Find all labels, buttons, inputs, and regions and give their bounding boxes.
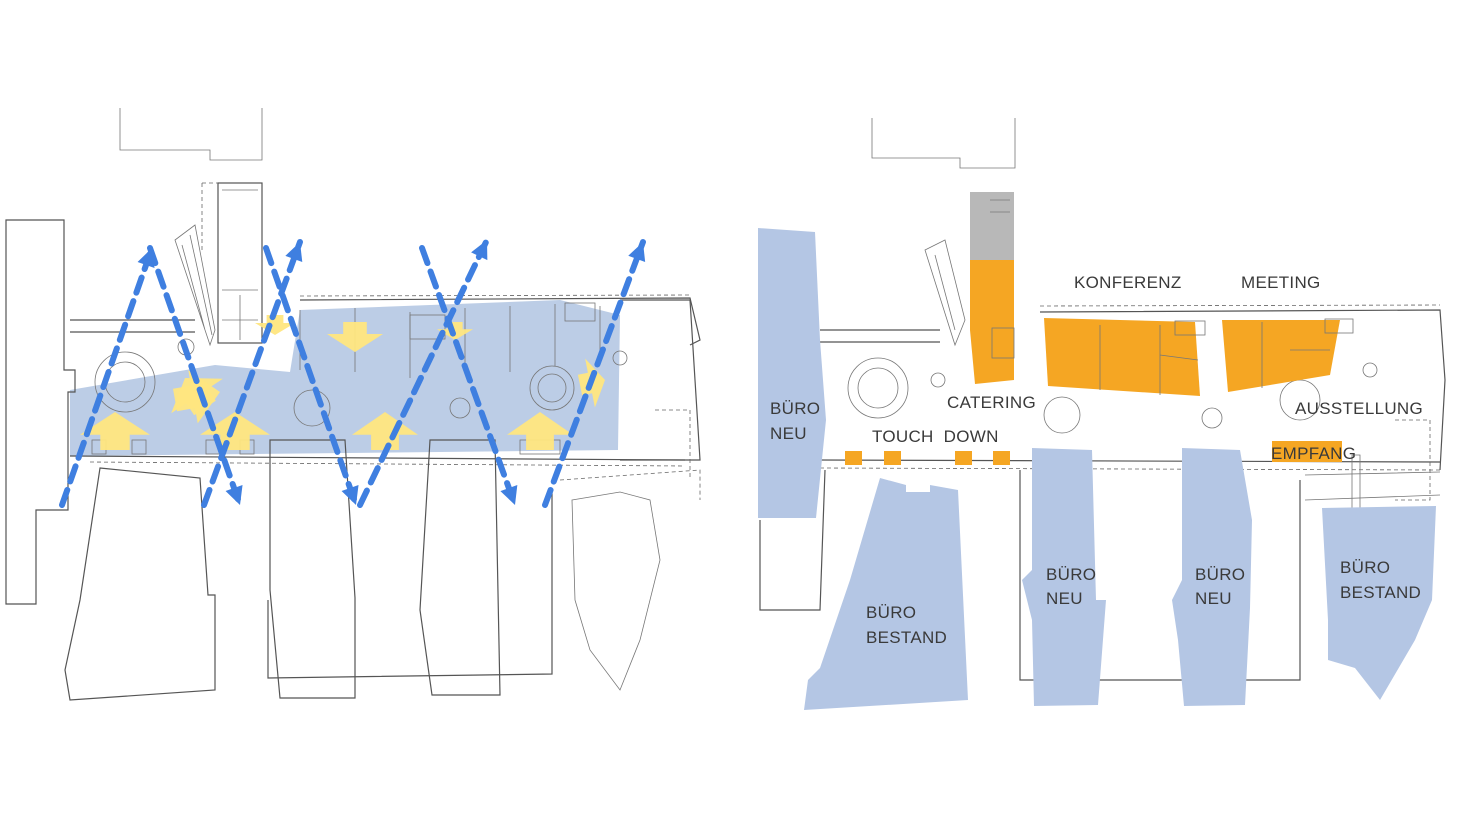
- flow-arrow-group: [59, 237, 646, 508]
- flow-arrow-line-6: [419, 245, 518, 508]
- office-zones: [758, 228, 1436, 710]
- flow-arrow-line-1: [59, 245, 155, 508]
- label-empfang: EMPFANG: [1271, 444, 1356, 463]
- zone-empfang: [1272, 441, 1342, 462]
- office-buero-bestand-left: [804, 478, 968, 710]
- plan-left-light-diagram: [5, 108, 701, 701]
- zone-catering: [970, 260, 1014, 384]
- touchdown-desk-4: [993, 451, 1010, 465]
- label-buero-neu-left-2: NEU: [770, 424, 807, 443]
- light-arrow-icon-1: [80, 412, 150, 450]
- touchdown-desk-3: [955, 451, 972, 465]
- label-buero-neu-mid1-1: BÜRO: [1046, 565, 1096, 584]
- label-buero-neu-left-1: BÜRO: [770, 399, 820, 418]
- label-konferenz: KONFERENZ: [1074, 273, 1182, 292]
- light-arrow-icon-7: [255, 315, 295, 335]
- plan-right-program-diagram: KONFERENZ MEETING CATERING TOUCH DOWN AU…: [758, 118, 1446, 710]
- light-arrow-icon-6: [327, 322, 383, 352]
- touchdown-desk-2: [884, 451, 901, 465]
- label-buero-neu-mid1-2: NEU: [1046, 589, 1083, 608]
- flow-arrow-line-5: [357, 237, 490, 508]
- label-touch-down: TOUCH DOWN: [872, 427, 999, 446]
- label-buero-bestand-left-2: BESTAND: [866, 628, 947, 647]
- flow-arrow-line-2: [147, 245, 243, 508]
- light-arrow-icon-3: [352, 412, 418, 450]
- office-buero-neu-left: [758, 228, 826, 518]
- office-buero-neu-mid2: [1172, 448, 1252, 706]
- light-arrow-icon-2: [200, 412, 270, 450]
- service-core: [970, 192, 1014, 260]
- label-buero-neu-mid2-1: BÜRO: [1195, 565, 1245, 584]
- label-buero-bestand-left-1: BÜRO: [866, 603, 916, 622]
- flow-arrowhead-icon: [285, 242, 303, 262]
- zone-meeting: [1222, 320, 1340, 392]
- room-labels: KONFERENZ MEETING CATERING TOUCH DOWN AU…: [770, 273, 1423, 647]
- label-catering: CATERING: [947, 393, 1036, 412]
- flow-arrowhead-icon: [471, 240, 488, 261]
- flow-arrow-line-7: [542, 239, 646, 508]
- light-arrow-icon-10: [173, 370, 220, 424]
- light-arrow-icon-4: [507, 412, 573, 450]
- label-meeting: MEETING: [1241, 273, 1321, 292]
- function-zones: [845, 260, 1342, 465]
- label-buero-bestand-right-2: BESTAND: [1340, 583, 1421, 602]
- flow-arrow-line-4: [263, 245, 359, 508]
- flow-arrowhead-icon: [225, 485, 243, 505]
- zone-konferenz: [1044, 318, 1200, 396]
- office-buero-neu-mid1: [1022, 448, 1106, 706]
- flow-arrow-line-3: [201, 239, 303, 508]
- office-buero-bestand-right: [1322, 506, 1436, 700]
- flow-arrowhead-icon: [341, 485, 359, 505]
- label-buero-bestand-right-1: BÜRO: [1340, 558, 1390, 577]
- label-ausstellung: AUSSTELLUNG: [1295, 399, 1423, 418]
- label-buero-neu-mid2-2: NEU: [1195, 589, 1232, 608]
- flow-arrowhead-icon: [628, 242, 646, 263]
- flow-arrowhead-icon: [500, 485, 518, 505]
- touchdown-desk-1: [845, 451, 862, 465]
